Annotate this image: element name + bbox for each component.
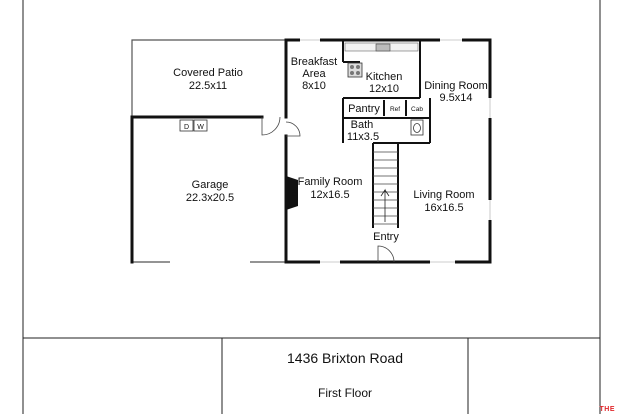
door-swings bbox=[261, 116, 395, 263]
family-room-name: Family Room bbox=[298, 176, 363, 188]
kitchen-size: 12x10 bbox=[369, 83, 399, 95]
burner-icon bbox=[350, 71, 354, 75]
range-icon bbox=[347, 62, 363, 78]
fireplace-icon bbox=[286, 176, 298, 210]
dryer-label: D bbox=[184, 124, 189, 131]
dining-room-name: Dining Room bbox=[424, 80, 488, 92]
garage-size: 22.3x20.5 bbox=[186, 192, 234, 204]
washer-label: W bbox=[197, 124, 204, 131]
washer-box bbox=[193, 119, 208, 132]
cab-name: Cab bbox=[411, 106, 423, 113]
covered-patio-name: Covered Patio bbox=[173, 67, 243, 79]
breakfast-area-line1: Breakfast bbox=[291, 56, 337, 68]
toilet-icon bbox=[413, 123, 421, 133]
ref-name: Ref bbox=[390, 106, 400, 113]
fireplace-label: FP bbox=[292, 189, 298, 196]
address-title: 1436 Brixton Road bbox=[287, 350, 403, 366]
covered-patio-size: 22.5x11 bbox=[189, 80, 227, 92]
stairs bbox=[373, 151, 398, 225]
brand-logo: THE bbox=[599, 406, 615, 413]
burner-icon bbox=[356, 71, 360, 75]
sink-icon bbox=[375, 43, 391, 52]
dryer-box bbox=[179, 119, 194, 132]
sheet-frame bbox=[22, 0, 601, 414]
entry-name: Entry bbox=[373, 231, 399, 243]
breakfast-area-size: 8x10 bbox=[302, 80, 326, 92]
dining-room-size: 9.5x14 bbox=[439, 92, 472, 104]
family-room-size: 12x16.5 bbox=[310, 189, 349, 201]
pantry-name: Pantry bbox=[348, 103, 380, 115]
garage-name: Garage bbox=[192, 179, 229, 191]
stair-arrow-icon bbox=[380, 188, 390, 222]
living-room-size: 16x16.5 bbox=[424, 202, 463, 214]
breakfast-area-line2: Area bbox=[302, 68, 326, 80]
living-room-name: Living Room bbox=[413, 189, 474, 201]
floor-label: First Floor bbox=[318, 386, 372, 400]
window-sills bbox=[300, 39, 491, 263]
bath-name: Bath bbox=[351, 119, 374, 131]
burner-icon bbox=[356, 65, 360, 69]
kitchen-name: Kitchen bbox=[366, 71, 403, 83]
kitchen-walls bbox=[342, 40, 431, 228]
bath-size: 11x3.5 bbox=[347, 131, 379, 143]
burner-icon bbox=[350, 65, 354, 69]
